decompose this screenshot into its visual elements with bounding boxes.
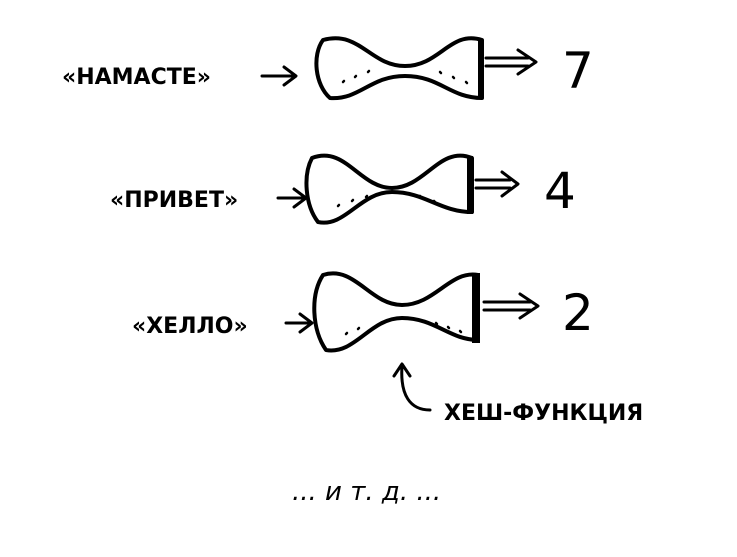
- input-word-1: «НАМАСТЕ»: [62, 65, 211, 90]
- hash-function-pointer: [392, 362, 432, 412]
- output-arrow-1: [484, 48, 538, 76]
- input-arrow-3: [284, 312, 314, 334]
- row-3: «ХЕЛЛО» 2: [132, 271, 594, 353]
- hash-value-3: 2: [562, 284, 594, 342]
- output-arrow-2: [474, 170, 520, 198]
- hash-function-shape-3: [312, 271, 480, 353]
- etc-text: ... и т. д. ...: [292, 477, 441, 507]
- hash-function-label: ХЕШ-ФУНКЦИЯ: [444, 401, 643, 426]
- output-end-2: [467, 156, 473, 214]
- row-1: «НАМАСТЕ» 7: [62, 36, 594, 101]
- row-2: «ПРИВЕТ» 4: [110, 153, 576, 225]
- hash-value-1: 7: [562, 42, 594, 100]
- input-arrow-1: [260, 65, 298, 87]
- input-word-2: «ПРИВЕТ»: [110, 188, 238, 213]
- output-arrow-3: [482, 292, 540, 320]
- input-word-3: «ХЕЛЛО»: [132, 314, 248, 339]
- hash-function-shape-2: [304, 153, 474, 225]
- output-end-3: [472, 273, 480, 343]
- input-arrow-2: [276, 187, 308, 209]
- hash-function-shape-1: [314, 36, 484, 101]
- output-end-1: [478, 40, 484, 98]
- hash-value-2: 4: [544, 162, 576, 220]
